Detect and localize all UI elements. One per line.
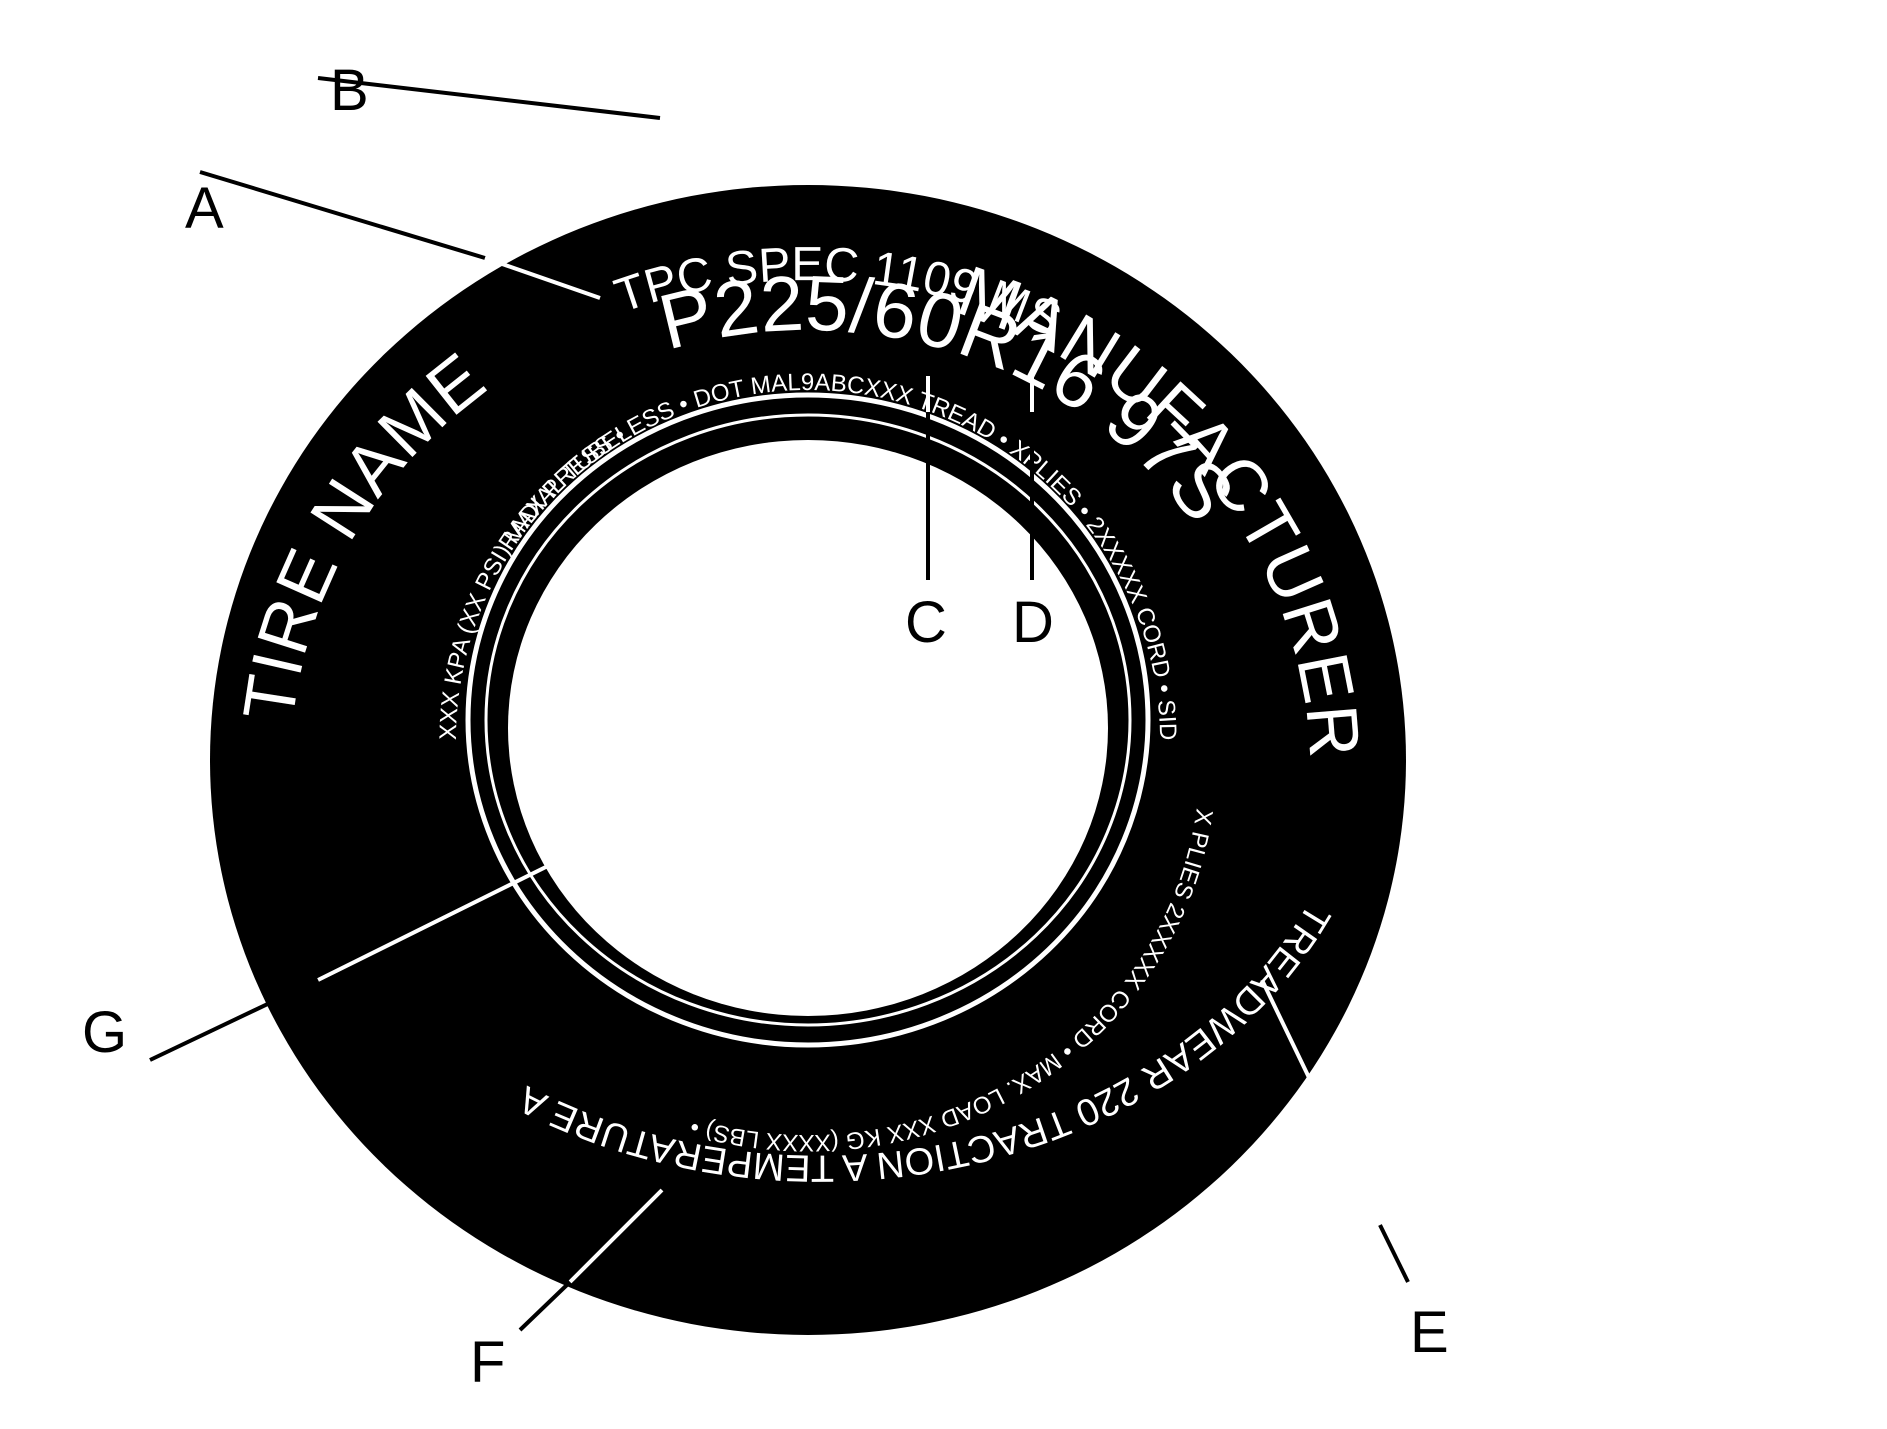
leader-f-2: [518, 1280, 572, 1332]
callout-a: A: [185, 176, 224, 241]
leader-e: [1260, 979, 1382, 1226]
rim-ring-outer: [465, 392, 1151, 1048]
leader-f: [568, 1188, 664, 1284]
leader-g: [317, 853, 571, 982]
leader-e-2: [1378, 1224, 1410, 1283]
callout-g: G: [82, 1000, 127, 1065]
leader-a-inner: [484, 256, 601, 300]
rim-ring-inner: [484, 413, 1132, 1027]
leader-b: [317, 76, 661, 120]
callout-b: B: [330, 58, 369, 123]
callout-e: E: [1410, 1300, 1449, 1365]
callout-d: D: [1012, 590, 1054, 655]
leader-g-2: [149, 978, 319, 1062]
leader-a: [199, 170, 486, 260]
wheel-opening: [508, 440, 1108, 1016]
callout-c: C: [905, 590, 947, 655]
callout-f: F: [470, 1330, 505, 1395]
